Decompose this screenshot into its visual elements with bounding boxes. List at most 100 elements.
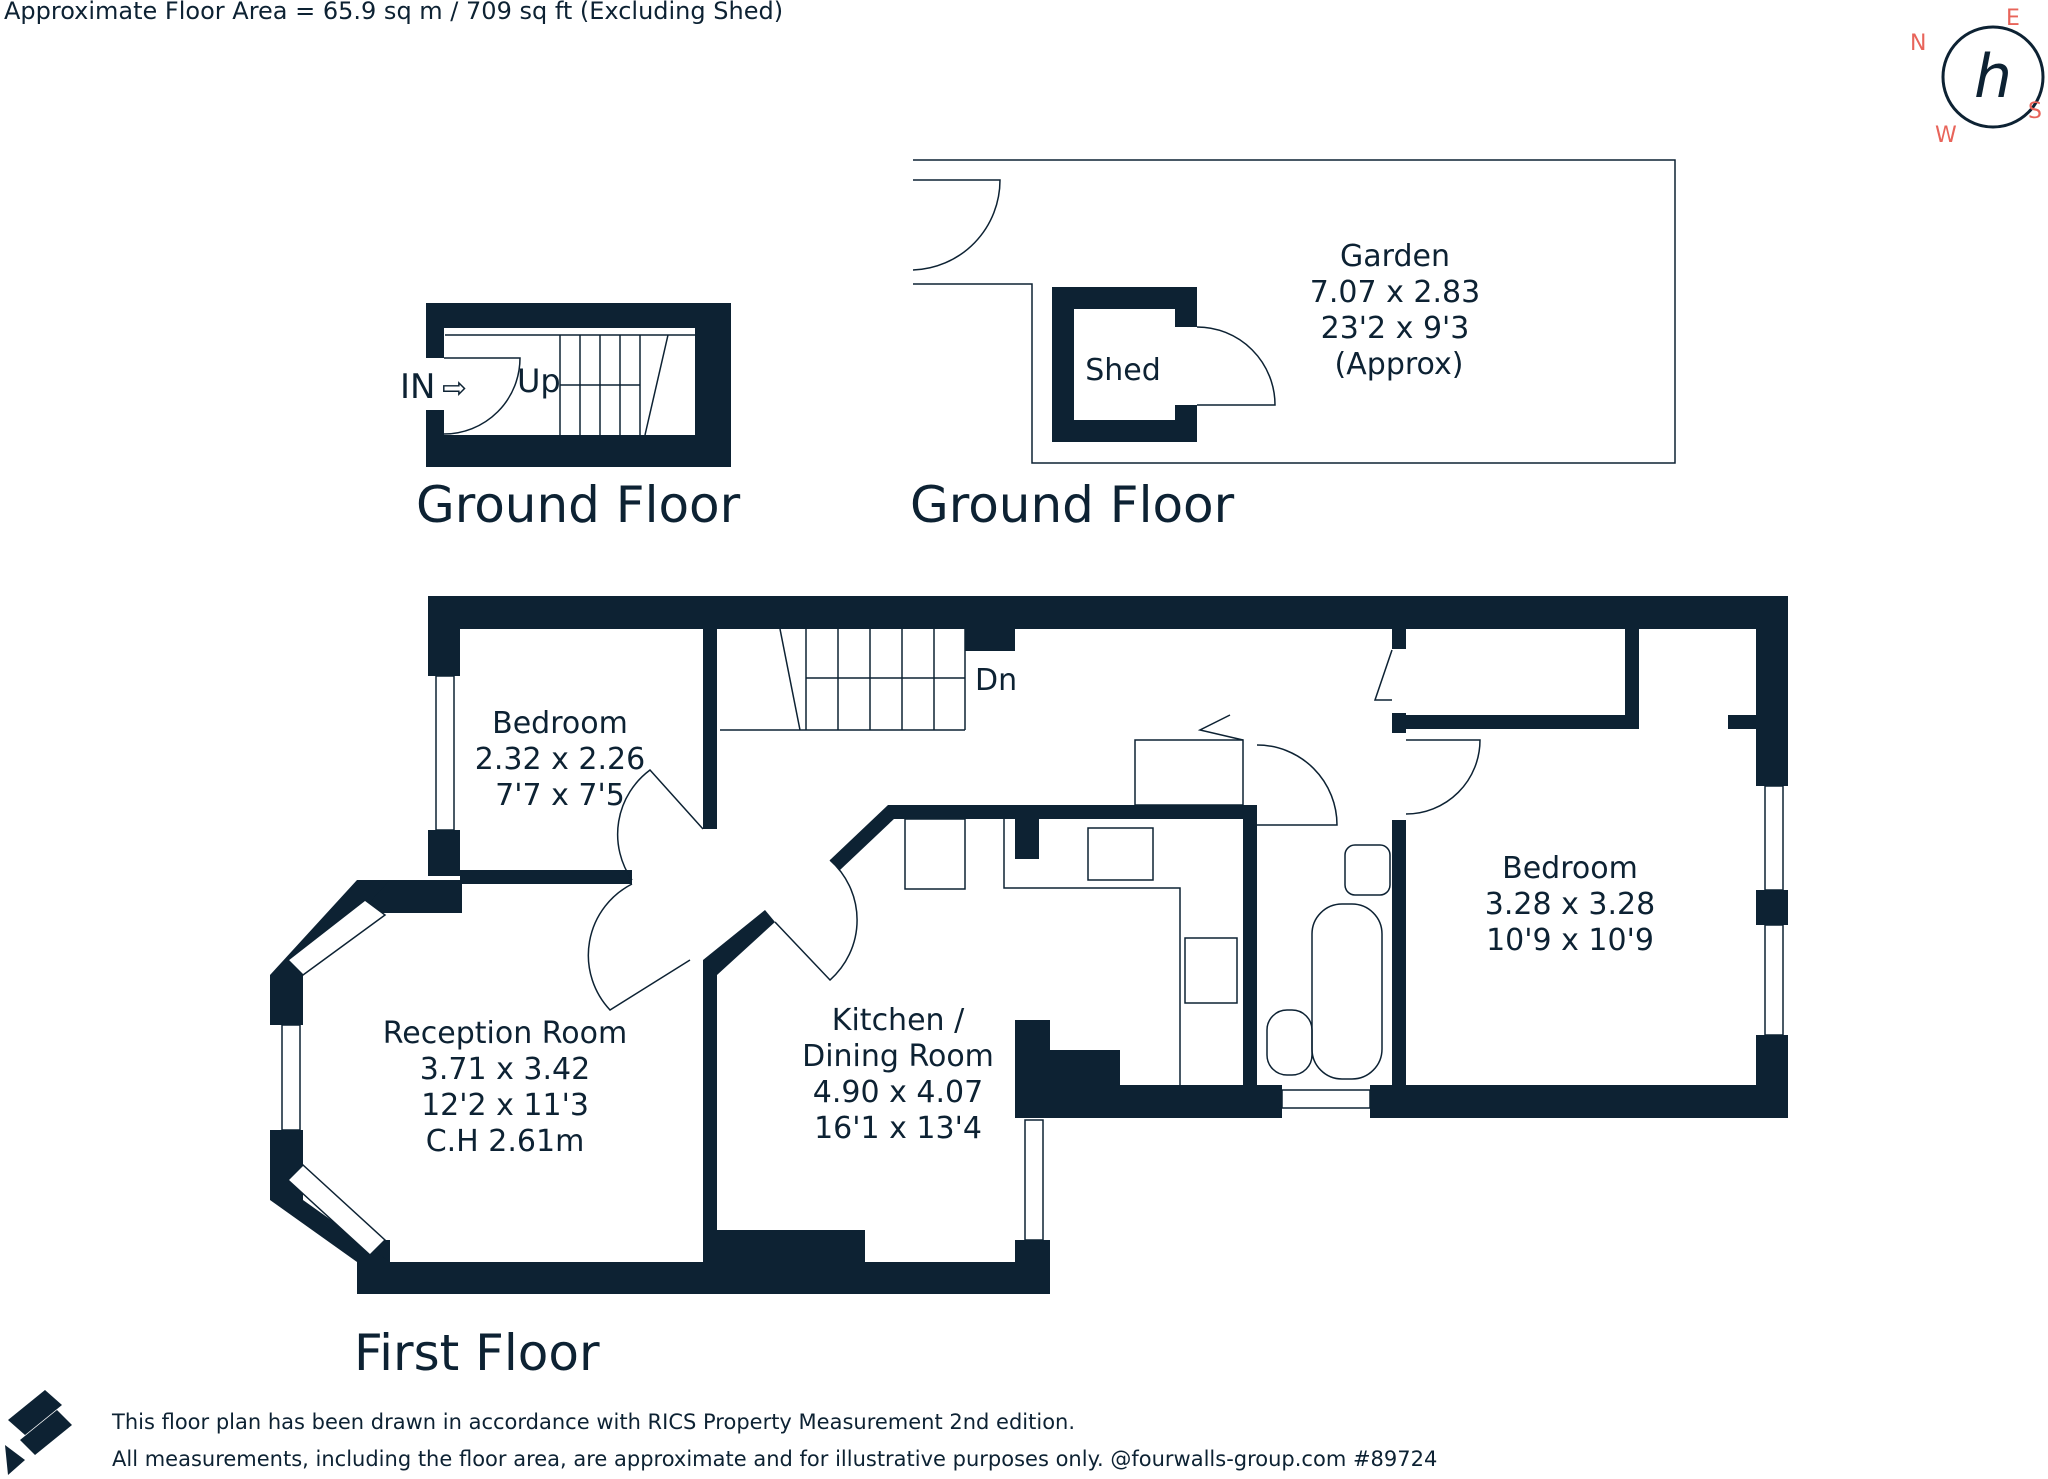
- wall: [703, 910, 775, 975]
- compass-e: E: [2006, 6, 2020, 31]
- wall: [460, 870, 632, 884]
- window: [286, 899, 387, 976]
- kitchen-counter: [1003, 819, 1181, 1085]
- compass-logo-letter: h: [1974, 42, 2012, 112]
- kitchen-name-1: Kitchen /: [832, 1003, 965, 1038]
- wall: [695, 303, 731, 467]
- window: [281, 1024, 301, 1131]
- garden-metric: 7.07 x 2.83: [1310, 275, 1480, 310]
- compass-n: N: [1910, 31, 1926, 56]
- wall: [703, 960, 717, 1262]
- in-arrow-icon: ⇨: [442, 371, 467, 406]
- door: [774, 859, 858, 982]
- bedroom-small-imperial: 7'7 x 7'5: [495, 778, 625, 813]
- reception-metric: 3.71 x 3.42: [420, 1052, 590, 1087]
- window: [1024, 1119, 1044, 1241]
- garden-name: Garden: [1340, 239, 1450, 274]
- wall: [1392, 715, 1632, 729]
- bath: [1311, 903, 1383, 1080]
- door: [1373, 649, 1393, 701]
- wall: [1015, 1050, 1120, 1085]
- window: [286, 1163, 387, 1257]
- wall: [830, 805, 895, 870]
- hob: [1087, 827, 1154, 881]
- sink: [1184, 937, 1238, 1004]
- door: [1256, 744, 1338, 826]
- wall: [710, 1230, 865, 1265]
- wall: [1728, 715, 1758, 729]
- wall: [1243, 805, 1257, 1085]
- shed-wall: [1175, 287, 1197, 327]
- garden-imperial: 23'2 x 9'3: [1321, 311, 1470, 346]
- kitchen-name-2: Dining Room: [802, 1039, 994, 1074]
- window: [435, 675, 455, 831]
- garden-gate: [912, 179, 1001, 271]
- footer-line-1: This floor plan has been drawn in accord…: [111, 1410, 1075, 1434]
- basin: [1344, 844, 1391, 896]
- cupboard: [1134, 739, 1244, 806]
- wall: [1756, 596, 1788, 786]
- door: [1197, 714, 1244, 741]
- ground-floor-entry-plan: IN ⇨ Up: [400, 303, 731, 467]
- bedroom-large-name: Bedroom: [1502, 851, 1638, 886]
- first-floor-title: First Floor: [354, 1324, 600, 1382]
- wall: [1050, 1085, 1282, 1118]
- compass-logo: h N E S W: [1910, 6, 2045, 148]
- compass-w: W: [1935, 123, 1957, 148]
- window: [1764, 785, 1784, 891]
- wall: [426, 303, 731, 328]
- wall: [1392, 629, 1406, 649]
- wall: [1756, 890, 1788, 925]
- shed-wall: [1052, 287, 1197, 309]
- wall: [426, 303, 444, 358]
- reception-imperial: 12'2 x 11'3: [421, 1088, 589, 1123]
- shed-label: Shed: [1085, 353, 1161, 388]
- floor-area-text: Approximate Floor Area = 65.9 sq m / 709…: [4, 0, 783, 25]
- wall: [703, 629, 717, 829]
- garden-note: (Approx): [1335, 347, 1464, 382]
- wall: [888, 805, 1250, 819]
- bedroom-large-imperial: 10'9 x 10'9: [1486, 923, 1654, 958]
- ground-floor-title-left: Ground Floor: [416, 476, 741, 534]
- shed-door: [1196, 326, 1276, 406]
- in-label: IN: [400, 367, 435, 407]
- ground-floor-garden-plan: Shed Garden 7.07 x 2.83 23'2 x 9'3 (Appr…: [912, 159, 1676, 464]
- ground-floor-title-right: Ground Floor: [910, 476, 1235, 534]
- toilet: [1266, 1009, 1313, 1076]
- wall: [1625, 629, 1639, 729]
- first-floor-plan: Dn Bedroom 2.32 x 2.26 7'7 x 7'5 Recepti…: [270, 596, 1788, 1294]
- kitchen-metric: 4.90 x 4.07: [813, 1075, 983, 1110]
- wall: [1015, 819, 1039, 859]
- door: [616, 768, 704, 881]
- wall: [428, 830, 460, 876]
- cupboard: [904, 818, 966, 890]
- compass-circle: [1941, 25, 2045, 129]
- wall: [1370, 1085, 1788, 1118]
- bedroom-small-name: Bedroom: [492, 706, 628, 741]
- wall: [426, 435, 731, 467]
- window: [1764, 924, 1784, 1036]
- shed-wall: [1052, 420, 1197, 442]
- reception-name: Reception Room: [383, 1016, 627, 1051]
- garden-outline: [913, 159, 1676, 464]
- fourwalls-logo-icon: [5, 1390, 72, 1475]
- shed-wall: [1052, 287, 1074, 442]
- wall: [428, 596, 1788, 629]
- compass-s: S: [2028, 99, 2042, 124]
- reception-ceiling-height: C.H 2.61m: [426, 1124, 585, 1159]
- footer-line-2: All measurements, including the floor ar…: [112, 1447, 1437, 1471]
- wall: [357, 1262, 1050, 1294]
- wall: [1392, 820, 1406, 1085]
- wall: [270, 975, 303, 1025]
- bedroom-large-metric: 3.28 x 3.28: [1485, 887, 1655, 922]
- door: [587, 883, 691, 1011]
- stairs-down-label: Dn: [975, 663, 1017, 698]
- wall: [428, 596, 460, 676]
- bedroom-small-metric: 2.32 x 2.26: [475, 742, 645, 777]
- kitchen-imperial: 16'1 x 13'4: [814, 1111, 982, 1146]
- shed-wall: [1175, 405, 1197, 442]
- wall: [426, 410, 444, 467]
- entry-door: [443, 357, 521, 435]
- window: [1281, 1089, 1371, 1109]
